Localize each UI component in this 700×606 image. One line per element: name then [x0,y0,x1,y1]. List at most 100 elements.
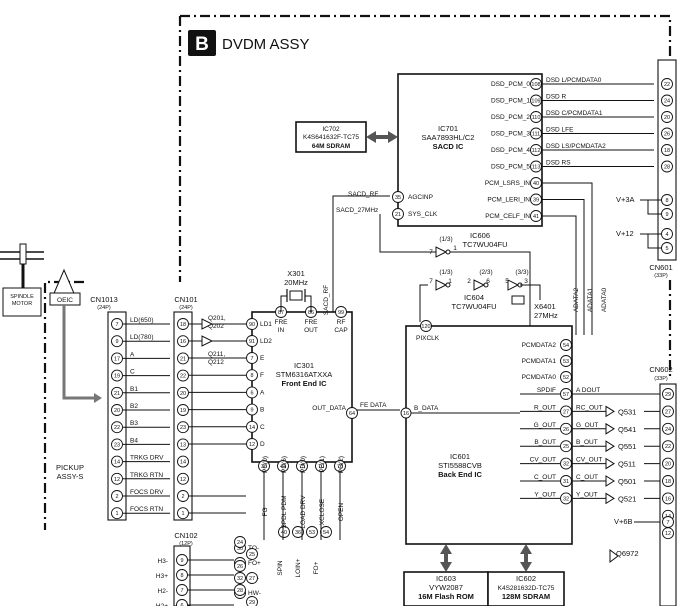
out-buffer-2 [605,422,615,435]
cn101-pin-23-6-label: 23 [180,425,186,431]
ic604-pin-3: 6 [486,278,490,285]
cn601-power-pin-5-label: 5 [665,246,668,252]
ic301-pd-pin-9-label: 9 [250,408,253,414]
ic301-pd-pin-7-label: 7 [250,356,253,362]
ic601-out-pin-6-circle [560,492,572,505]
cn102-right-pin-36-1-circle [292,526,304,538]
out-transistor-4: Q511 [618,460,636,469]
ic301-ld-pin-91-label: 91 [249,339,255,345]
cn102-mid-net-3: HW- [248,590,261,597]
b-data-label: B_DATA [414,405,439,412]
ic604-pin-0: 7 [429,278,433,285]
cn1013-pin-1-11-label: 1 [115,511,118,517]
ic301-bottom-pin-78-circle [334,460,346,472]
cn102-left-pin-24-0-circle [234,536,246,548]
cn1013-pin-22-6-circle [111,421,123,434]
ic701-pin-39-circle [530,193,542,206]
cn601-power-net-1: V+12 [616,229,634,238]
ic301-pd-name-6: A [260,389,265,396]
assy-border-top [180,14,672,60]
pickup-signal-2: A [130,351,135,358]
ic701-pin-41-label: 41 [533,214,539,220]
pickup-signal-9: TRKG RTN [130,472,163,479]
cn102-right-pin-54-3-label: 54 [323,530,329,536]
transistor-2: Q211, [208,351,225,358]
ic301-top-name-a-86: FRE [305,319,319,326]
ic301-function: Front End IC [282,379,328,388]
transistor-0: Q201, [208,315,226,322]
cn102-right-pin-53-2-label: 53 [309,530,315,536]
ic301-pd-pin-7-circle [246,352,258,364]
cn1013-pin-17-2-circle [111,352,123,365]
cn102-pin-7-label: 7 [180,588,183,594]
ic601-out-net-1: R_OUT [534,404,556,411]
ic601-in-pin-54-circle [560,339,572,351]
cn101-pin-20-4-label: 20 [180,391,186,397]
cn602-pin-12-label: 12 [665,531,671,537]
pixclk-wire [419,284,428,322]
cn1013-pin-12-9-circle [111,472,123,485]
ic701-pin-113-label: 113 [532,165,541,171]
ic601-out-name-3: B_OUT [576,439,598,446]
ic601-out-pin-5-label: 31 [563,479,569,485]
cn101-pin-19-5-label: 19 [180,408,186,414]
cn101-pin-23-6-circle [177,421,189,434]
ic604-frac-2: (2/3) [479,269,492,276]
ic701-pin-112-label: 112 [532,148,541,154]
ic604-inv-3 [507,279,520,291]
cn602-pin-16-label: 16 [665,496,671,502]
cn601-pin-24-label: 24 [664,99,670,105]
cn101-pin-2-10-label: 2 [181,494,184,500]
ic301-pd-name-14: C [260,424,265,431]
ic301-ld-name-90: LD1 [260,321,272,328]
cn102-mid-pin-32-circle [234,572,246,584]
ic701-pin-111-circle [530,127,542,140]
cn102-left-pin-26-2-label: 26 [237,564,243,570]
ic601-in-name-52: PCMDATA0 [522,374,557,381]
ic301-pd-pin-14-label: 14 [249,425,255,431]
ic301-pd-pin-6-label: 6 [250,390,253,396]
cn1013-pin-14-8-label: 14 [114,460,120,466]
ic701-pin-41-circle [530,210,542,222]
ic701-left-name-21: SYS_CLK [408,211,438,218]
page-title: DVDM ASSY [222,36,310,53]
ic701-pin-110-circle [530,111,542,123]
ic601-out-pin-3-circle [560,440,572,453]
spindle-label-2: MOTOR [12,301,32,307]
cn1013-pin-23-7-circle [111,438,123,451]
cn601-power-pin-8-label: 8 [665,198,668,204]
ic701-netlabel-109: DSD R [546,94,567,101]
ic603-bus-arrow [440,544,452,572]
cn1013-pin-9-1-circle [111,335,123,348]
ic701-left-pin-21-label: 21 [395,212,401,218]
out-transistor-2: Q541 [618,425,636,434]
adata-0: ADATA2 [573,287,580,312]
sacd-27mhz-net: SACD_27MHz [336,207,378,214]
ic702-bus-arrow [366,131,398,143]
cn102-net-2: H2- [158,588,168,595]
ic301-out-name: OUT_DATA [312,405,346,412]
ic601-in-name-53: PCMDATA1 [522,358,557,365]
ic301-out-pin-label: 64 [349,411,355,417]
cn102-left-pin-25-1-label: 25 [249,552,255,558]
cn601-pin-24-circle [661,94,673,107]
cn102-mid-pin-32-label: 32 [237,576,243,582]
cn102-left-pin-25-1-circle [246,548,258,560]
ic701-left-pin-35-circle [392,191,404,203]
pickup-signal-8: TRKG DRV [130,455,164,462]
ic301-ld-pin-91-circle [246,335,258,347]
ic601-out-pin-2-label: 26 [563,427,569,433]
ic606-pin-a: 7 [429,249,433,256]
ic601-in-pin-52-circle [560,371,572,383]
ic602-function: 128M SDRAM [502,592,550,601]
cn1013-pin-20-5-label: 20 [114,408,120,414]
cn602-pin-29-circle [662,388,674,400]
cn101-pin-13-7-circle [177,438,189,451]
cn101-pin-1-11-circle [177,507,189,520]
cn602-pin-18-label: 18 [665,479,671,485]
cn102-left-pin-29-5-label: 29 [249,600,255,606]
cn1013-pin-21-4-circle [111,386,123,399]
pickup-border [43,280,84,530]
ic301-pd-pin-6-circle [246,386,258,399]
